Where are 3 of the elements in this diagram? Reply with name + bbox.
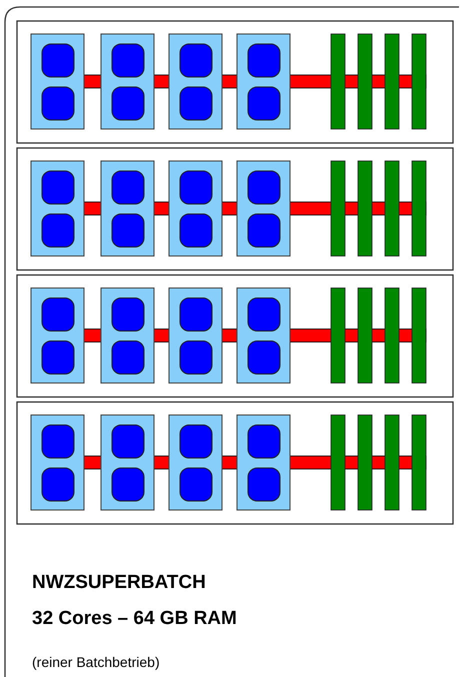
- note-text: (reiner Batchbetrieb): [32, 655, 160, 669]
- server-name: NWZSUPERBATCH: [32, 573, 206, 592]
- spec-text: 32 Cores – 64 GB RAM: [32, 609, 237, 628]
